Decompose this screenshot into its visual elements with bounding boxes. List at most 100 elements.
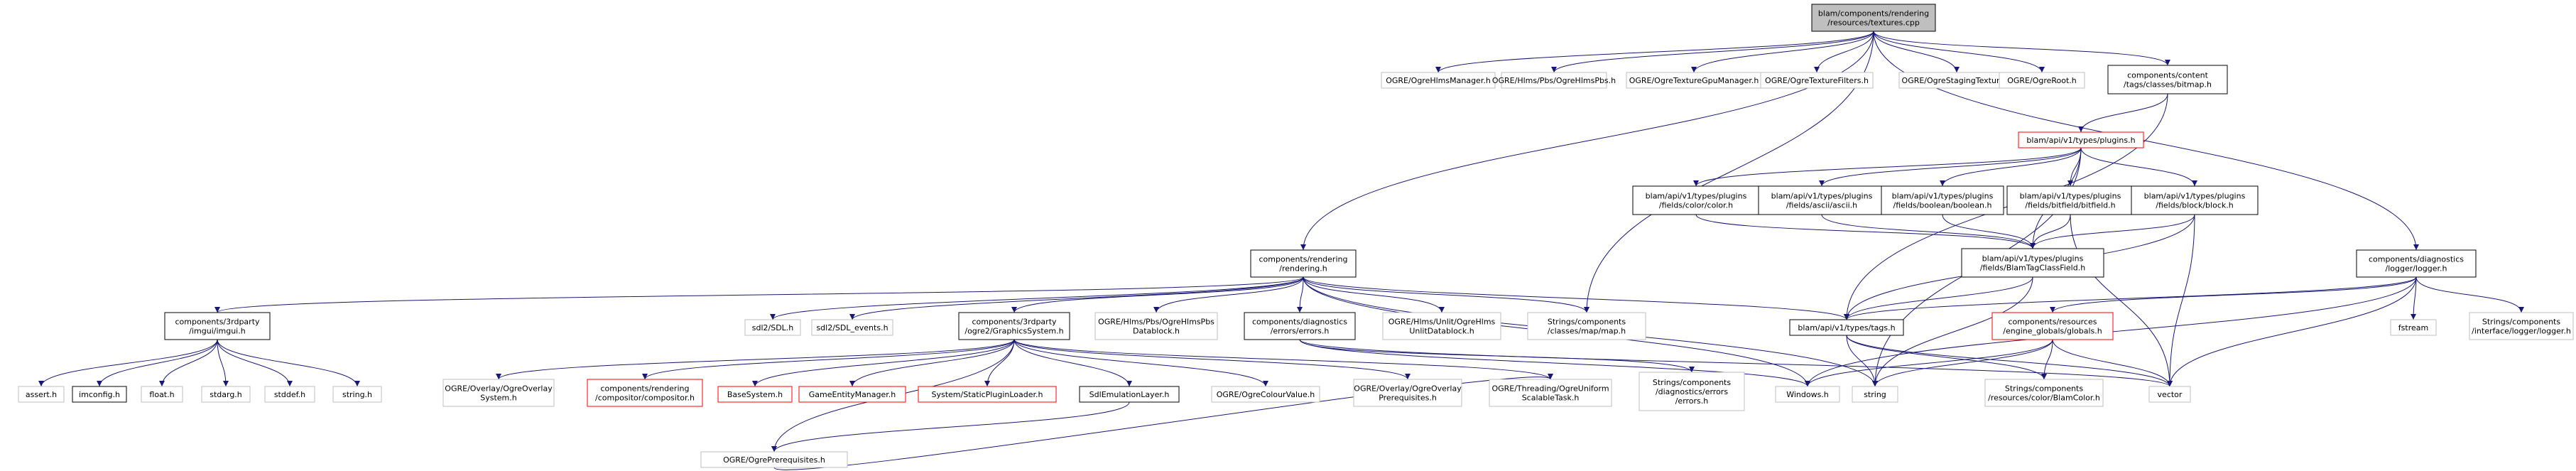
node-label-line: /engine_globals/globals.h (2003, 327, 2102, 336)
node-label-line: components/3rdparty (175, 318, 260, 327)
edge-block-to-vector (2167, 214, 2195, 387)
node-imconfig[interactable]: imconfig.h (72, 386, 127, 403)
node-label-line: OGRE/OgrePrerequisites.h (723, 455, 825, 465)
node-gem[interactable]: GameEntityManager.h (798, 386, 906, 403)
node-logger[interactable]: components/diagnostics/logger/logger.h (2356, 249, 2477, 278)
node-label-line: ScalableTask.h (1522, 394, 1580, 403)
node-string_h[interactable]: string.h (332, 386, 382, 403)
node-label-line: blam/api/v1/types/plugins (1892, 192, 1994, 201)
node-blamcolor[interactable]: Strings/components/resources/color/BlamC… (1984, 379, 2104, 407)
node-label-line: imconfig.h (79, 390, 120, 399)
edge-gfxsys-to-colourval (1013, 339, 1268, 387)
node-strerrors[interactable]: Strings/components/diagnostics/errors/er… (1638, 372, 1745, 411)
node-box (958, 312, 1070, 340)
node-label-line: /classes/map/map.h (1548, 327, 1626, 336)
node-label-line: /fields/BlamTagClassField.h (1980, 264, 2085, 273)
node-label-line: /interface/logger/logger.h (2472, 327, 2571, 336)
node-box (1758, 185, 1886, 215)
node-box (1250, 249, 1357, 278)
node-vector[interactable]: vector (2148, 386, 2191, 403)
node-box (1489, 379, 1612, 407)
node-hlmspbs[interactable]: OGRE/Hlms/Pbs/OgreHlmsPbs.h (1492, 72, 1616, 89)
node-basesys[interactable]: BaseSystem.h (717, 386, 793, 403)
edge-root-to-hlmspbs (1551, 31, 1874, 73)
edge-rendering-to-hlmspbsdb (1153, 276, 1304, 313)
node-label-line: vector (2158, 390, 2183, 399)
node-label-line: /ogre2/GraphicsSystem.h (964, 327, 1063, 336)
node-box (587, 379, 703, 407)
node-label-line: blam/api/v1/types/plugins (2020, 192, 2121, 201)
edge-tags-to-vector (1846, 335, 2173, 387)
node-tags[interactable]: blam/api/v1/types/tags.h (1789, 319, 1904, 336)
node-colourval[interactable]: OGRE/OgreColourValue.h (1211, 386, 1320, 403)
edge-rendering-to-errors (1297, 276, 1304, 313)
node-label-line: stdarg.h (210, 390, 242, 399)
node-ogreroot[interactable]: OGRE/OgreRoot.h (1999, 72, 2085, 89)
node-label-line: /resources/color/BlamColor.h (1988, 394, 2100, 403)
edge-tags-to-blamcolor (1846, 335, 2047, 380)
node-box (1999, 72, 2085, 89)
node-box (1852, 386, 1898, 403)
node-bitmap[interactable]: components/content/tags/classes/bitmap.h (2107, 65, 2228, 94)
node-label-line: components/rendering (1259, 255, 1348, 264)
node-label-line: blam/api/v1/types/plugins (1771, 192, 1873, 201)
node-staging[interactable]: OGRE/OgreStagingTexture.h (1898, 72, 2015, 89)
edge-bitmap-to-plugins (2078, 93, 2168, 133)
node-imgui[interactable]: components/3rdparty/imgui/imgui.h (164, 312, 271, 340)
edge-root-to-staging (1873, 31, 1960, 73)
node-label-line: blam/api/v1/types/plugins (1646, 192, 1747, 201)
node-windows[interactable]: Windows.h (1775, 386, 1840, 403)
node-float[interactable]: float.h (141, 386, 183, 403)
node-box (1244, 312, 1356, 340)
node-stddef[interactable]: stddef.h (264, 386, 315, 403)
node-engglobals[interactable]: components/resources/engine_globals/glob… (1991, 312, 2114, 340)
edge-logger-to-engglobals (2050, 276, 2417, 313)
node-label-line: Strings/components (1548, 318, 1626, 327)
node-boolean[interactable]: blam/api/v1/types/plugins/fields/boolean… (1881, 185, 2004, 215)
node-sdlevents[interactable]: sdl2/SDL_events.h (811, 319, 893, 336)
node-stdarg[interactable]: stdarg.h (201, 386, 251, 403)
node-fstream[interactable]: fstream (2390, 319, 2437, 336)
node-plugins[interactable]: blam/api/v1/types/plugins.h (2018, 131, 2144, 148)
node-mapmap[interactable]: Strings/components/classes/map/map.h (1527, 312, 1646, 340)
node-box (1984, 379, 2104, 407)
node-label-line: /fields/bitfield/bitfield.h (2025, 201, 2115, 210)
node-prereq[interactable]: OGRE/OgrePrerequisites.h (700, 451, 848, 468)
node-label-line: /errors.h (1675, 396, 1709, 406)
node-label-line: OGRE/OgreTextureFilters.h (1765, 76, 1869, 85)
node-ascii[interactable]: blam/api/v1/types/plugins/fields/ascii/a… (1758, 185, 1886, 215)
node-label-line: System.h (480, 394, 517, 403)
node-label-line: Strings/components (2482, 318, 2560, 327)
node-hlmsmgr[interactable]: OGRE/OgreHlmsManager.h (1381, 72, 1496, 89)
node-block[interactable]: blam/api/v1/types/plugins/fields/block/b… (2131, 185, 2259, 215)
node-texfilt[interactable]: OGRE/OgreTextureFilters.h (1760, 72, 1874, 89)
node-box (164, 312, 271, 340)
node-box (1094, 312, 1218, 340)
node-root[interactable]: blam/components/rendering/resources/text… (1811, 4, 1936, 32)
node-bitfield[interactable]: blam/api/v1/types/plugins/fields/bitfiel… (2006, 185, 2134, 215)
node-rendering[interactable]: components/rendering/rendering.h (1250, 249, 1357, 278)
node-errors[interactable]: components/diagnostics/errors/errors.h (1244, 312, 1356, 340)
node-color[interactable]: blam/api/v1/types/plugins/fields/color/c… (1632, 185, 1760, 215)
node-label-line: blam/api/v1/types/plugins.h (2026, 136, 2135, 145)
node-sdlemu[interactable]: SdlEmulationLayer.h (1079, 386, 1180, 403)
node-sdl[interactable]: sdl2/SDL.h (744, 319, 801, 336)
node-label-line: Windows.h (1786, 390, 1829, 399)
node-gfxsys[interactable]: components/3rdparty/ogre2/GraphicsSystem… (958, 312, 1070, 340)
node-assert[interactable]: assert.h (18, 386, 65, 403)
node-tagclassfield[interactable]: blam/api/v1/types/plugins/fields/BlamTag… (1961, 248, 2104, 278)
node-texgpu[interactable]: OGRE/OgreTextureGpuManager.h (1626, 72, 1762, 89)
node-label-line: components/diagnostics (2369, 255, 2464, 264)
node-spl[interactable]: System/StaticPluginLoader.h (918, 386, 1057, 403)
node-strlogger[interactable]: Strings/components/interface/logger/logg… (2469, 312, 2574, 340)
edge-errors-to-vector (1299, 339, 2173, 387)
node-string[interactable]: string (1852, 386, 1898, 403)
node-compositor[interactable]: components/rendering/compositor/composit… (587, 379, 703, 407)
edge-ascii-to-tagclassfield (1821, 214, 2036, 249)
edge-imgui-to-assert (38, 339, 218, 387)
